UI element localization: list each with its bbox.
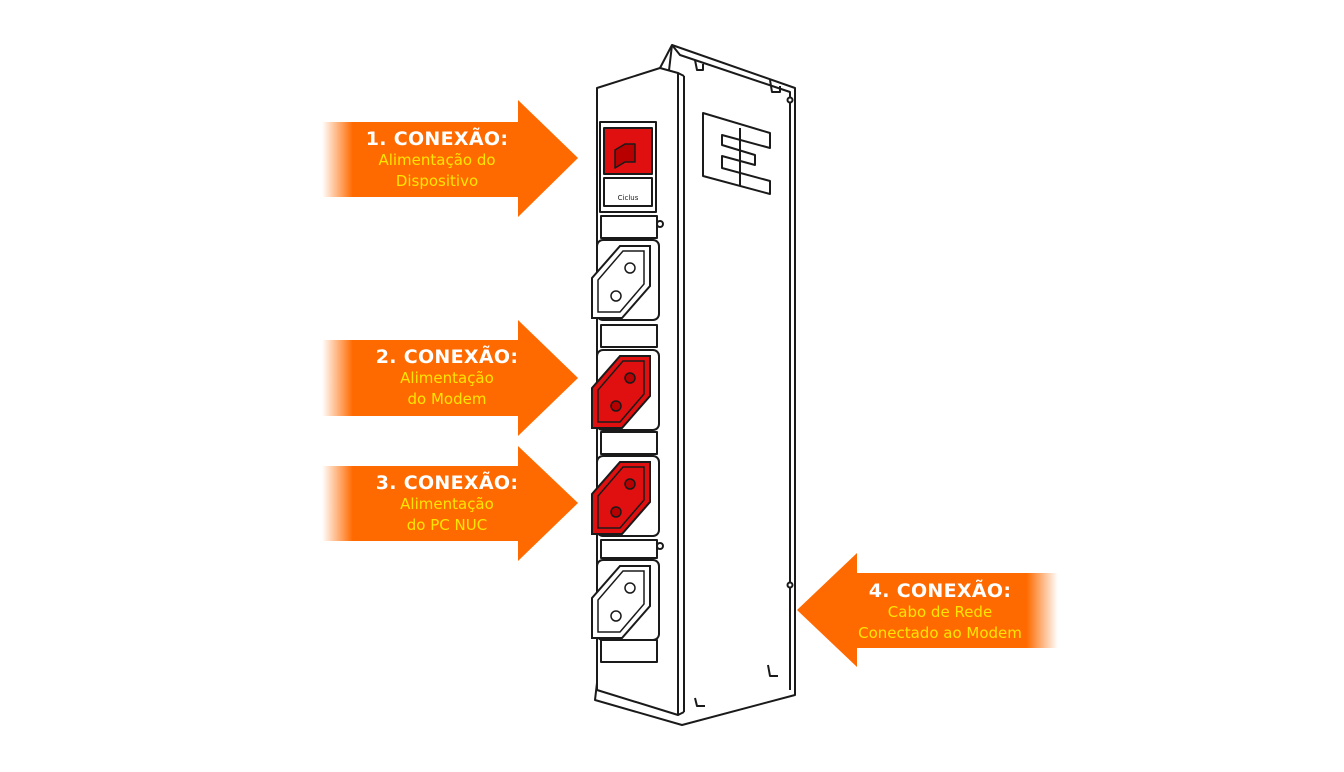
callout-1-line2: Dispositivo	[395, 172, 479, 190]
socket-2	[591, 349, 660, 431]
svg-text:Ciclus: Ciclus	[618, 194, 639, 202]
callout-2-line2: do Modem	[407, 390, 487, 408]
callout-4-line1: Cabo de Rede	[887, 603, 993, 621]
socket-1-face	[591, 245, 651, 319]
socket-2-face	[591, 355, 651, 429]
callout-3: 3. CONEXÃO: Alimentação do PC NUC	[362, 472, 532, 536]
socket-1	[591, 239, 660, 321]
callout-1-line1: Alimentação do	[378, 151, 496, 169]
socket-2-pin-hole-1	[624, 372, 636, 384]
callout-4-line2: Conectado ao Modem	[858, 624, 1022, 642]
callout-2-line1: Alimentação	[400, 369, 494, 387]
callout-3-line2: do PC NUC	[406, 516, 488, 534]
callout-2: 2. CONEXÃO: Alimentação do Modem	[362, 346, 532, 410]
brand-logo-icon	[702, 112, 771, 195]
socket-3-pin-hole-1	[624, 478, 636, 490]
callout-4-title: 4. CONEXÃO:	[868, 580, 1012, 602]
socket-4	[591, 559, 660, 641]
arrow-4	[797, 553, 1058, 667]
socket-4-pin-hole-2	[610, 610, 622, 622]
socket-2-pin-hole-2	[610, 400, 622, 412]
socket-3-face	[591, 461, 651, 535]
socket-4-face	[591, 565, 651, 639]
arrow-2	[322, 320, 578, 436]
socket-3	[591, 455, 660, 537]
iec-inlet: Ciclus	[599, 121, 657, 213]
callout-3-title: 3. CONEXÃO:	[375, 472, 519, 494]
arrow-1	[322, 100, 578, 217]
callout-4: 4. CONEXÃO: Cabo de Rede Conectado ao Mo…	[835, 580, 1045, 644]
callout-1: 1. CONEXÃO: Alimentação do Dispositivo	[352, 128, 522, 192]
callout-2-title: 2. CONEXÃO:	[375, 346, 519, 368]
arrow-3	[322, 446, 578, 561]
socket-1-pin-hole-2	[610, 290, 622, 302]
sockets-group	[591, 239, 660, 641]
socket-3-pin-hole-2	[610, 506, 622, 518]
callout-1-title: 1. CONEXÃO:	[365, 128, 509, 150]
socket-1-pin-hole-1	[624, 262, 636, 274]
socket-4-pin-hole-1	[624, 582, 636, 594]
callout-3-line1: Alimentação	[400, 495, 494, 513]
